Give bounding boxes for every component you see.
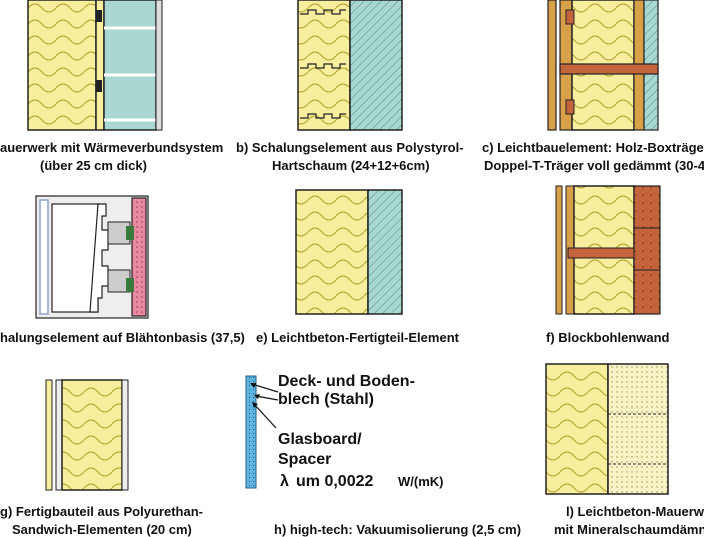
caption-g-line2: Sandwich-Elementen (20 cm) bbox=[12, 522, 192, 537]
diagram-d bbox=[35, 195, 149, 319]
lambda-unit: W/(mK) bbox=[398, 474, 444, 489]
caption-a-line1: auerwerk mit Wärmeverbundsystem bbox=[0, 140, 223, 155]
caption-b-line2: Hartschaum (24+12+6cm) bbox=[272, 158, 430, 173]
caption-c-line2: Doppel-T-Träger voll gedämmt (30-4 bbox=[484, 158, 704, 173]
caption-c-line1: c) Leichtbauelement: Holz-Boxträge bbox=[482, 140, 704, 155]
diagram-e bbox=[295, 189, 403, 315]
arrow-glas bbox=[253, 403, 277, 429]
label-glas-line2: Spacer bbox=[278, 451, 331, 468]
caption-g-line1: g) Fertigbauteil aus Polyurethan- bbox=[0, 504, 203, 519]
caption-l-line2: mit Mineralschaumdämn bbox=[554, 522, 704, 537]
caption-h-line1: h) high-tech: Vakuumisolierung (2,5 cm) bbox=[274, 522, 521, 537]
diagram-g bbox=[45, 379, 129, 491]
lambda-symbol: λ bbox=[280, 473, 289, 490]
arrow-deck-2 bbox=[255, 395, 279, 401]
caption-d-line1: halungselement auf Blähtonbasis (37,5) bbox=[0, 330, 245, 345]
caption-e-line1: e) Leichtbeton-Fertigteil-Element bbox=[256, 330, 460, 345]
diagram-h bbox=[245, 375, 279, 489]
label-deck-line1: Deck- und Boden- bbox=[278, 373, 415, 390]
label-deck-line2: blech (Stahl) bbox=[278, 391, 374, 408]
caption-a-line2: (über 25 cm dick) bbox=[40, 158, 147, 173]
caption-b-line1: b) Schalungselement aus Polystyrol- bbox=[236, 140, 464, 155]
diagram-f bbox=[555, 185, 661, 315]
caption-f-line1: f) Blockbohlenwand bbox=[546, 330, 670, 345]
diagram-l bbox=[545, 363, 669, 495]
label-glas-line1: Glasboard/ bbox=[278, 431, 362, 448]
diagram-a bbox=[27, 0, 163, 131]
lambda-value: um 0,0022 bbox=[296, 473, 373, 490]
diagram-c bbox=[547, 0, 659, 131]
caption-l-line1: l) Leichtbeton-Mauerw bbox=[566, 504, 704, 519]
diagram-b bbox=[297, 0, 403, 131]
arrow-deck-1 bbox=[251, 383, 279, 393]
